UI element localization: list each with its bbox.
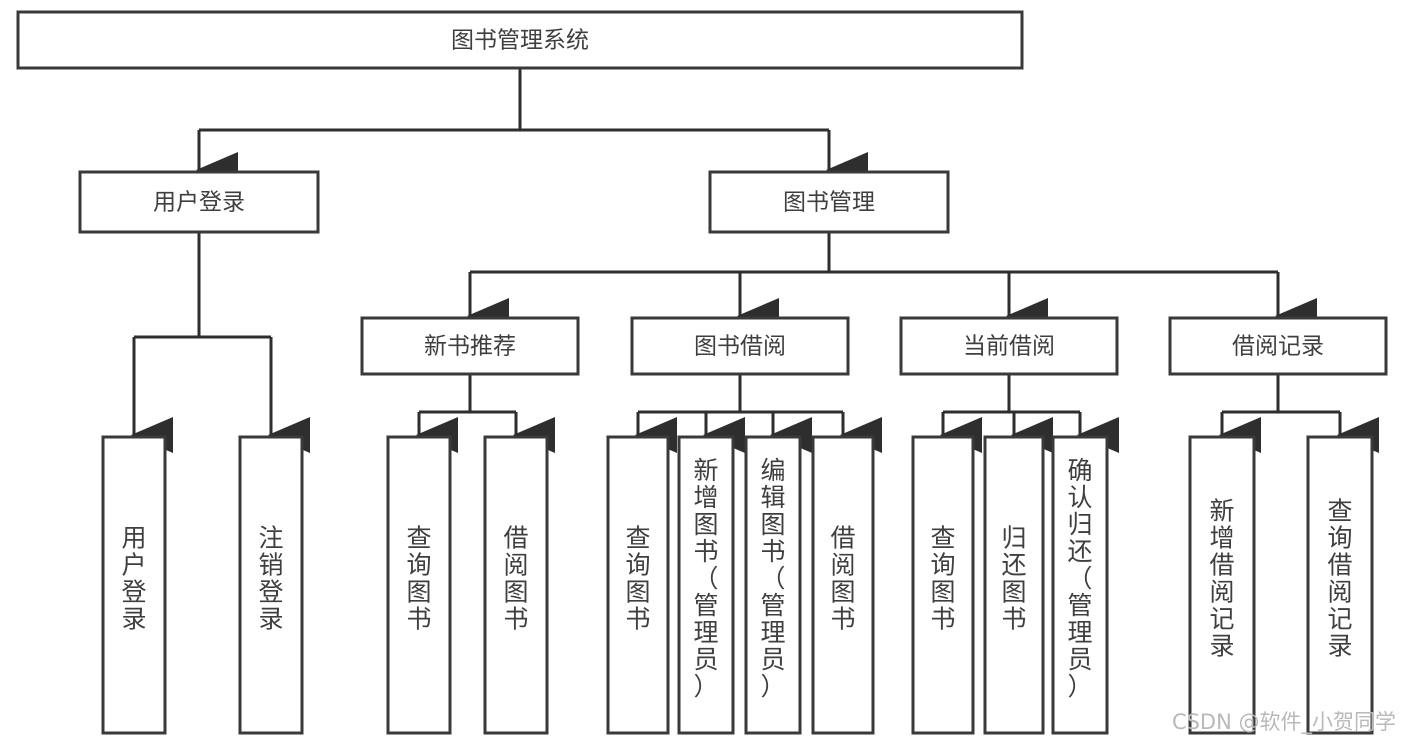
node-leaf-leaf-borrow-book-1-rect bbox=[483, 435, 549, 735]
node-level2-book-manage-rect bbox=[708, 170, 950, 234]
node-leaf-leaf-return-book-label: 归还图书 bbox=[1001, 524, 1026, 634]
node-level2-book-manage[interactable]: 图书管理 bbox=[708, 170, 950, 234]
node-level2-user-login[interactable]: 用户登录 bbox=[78, 170, 320, 234]
node-leaf-leaf-query-book-2-label: 查询图书 bbox=[625, 524, 650, 634]
connector-layer bbox=[131, 68, 1379, 453]
node-level3-borrow-record-rect bbox=[1168, 316, 1388, 376]
node-leaf-leaf-user-login[interactable]: 用户登录 bbox=[101, 435, 167, 735]
node-leaf-leaf-return-book[interactable]: 归还图书 bbox=[983, 435, 1045, 735]
node-leaf-leaf-query-record-rect bbox=[1306, 435, 1374, 735]
node-leaf-leaf-add-book-label: 新增图书（管理员） bbox=[693, 456, 718, 701]
node-level3-book-borrow-label: 图书借阅 bbox=[694, 334, 786, 360]
node-level2-user-login-label: 用户登录 bbox=[153, 190, 245, 216]
node-leaf-leaf-query-book-3[interactable]: 查询图书 bbox=[911, 435, 975, 735]
node-level2-book-manage-label: 图书管理 bbox=[783, 190, 875, 216]
node-leaf-leaf-borrow-book-2-rect bbox=[811, 435, 875, 735]
node-leaf-leaf-query-book-2-rect bbox=[606, 435, 670, 735]
node-level2-user-login-rect bbox=[78, 170, 320, 234]
node-leaf-leaf-user-login-label: 用户登录 bbox=[121, 524, 146, 634]
node-level3-book-borrow[interactable]: 图书借阅 bbox=[630, 316, 850, 376]
node-leaf-leaf-edit-book-rect bbox=[744, 435, 802, 735]
node-level3-current-borrow[interactable]: 当前借阅 bbox=[899, 316, 1119, 376]
node-leaf-leaf-confirm-return[interactable]: 确认归还（管理员） bbox=[1051, 435, 1109, 735]
node-leaf-leaf-add-record[interactable]: 新增借阅记录 bbox=[1188, 435, 1256, 735]
node-leaf-leaf-logout-login[interactable]: 注销登录 bbox=[238, 435, 304, 735]
node-level3-book-borrow-rect bbox=[630, 316, 850, 376]
node-level3-current-borrow-label: 当前借阅 bbox=[963, 334, 1055, 360]
node-leaf-leaf-confirm-return-label: 确认归还（管理员） bbox=[1067, 456, 1092, 701]
node-leaf-leaf-borrow-book-1-label: 借阅图书 bbox=[503, 524, 528, 634]
node-level3-borrow-record-label: 借阅记录 bbox=[1232, 334, 1324, 360]
node-leaf-leaf-query-book-3-label: 查询图书 bbox=[930, 524, 955, 634]
csdn-watermark: CSDN @软件_小贺同学 bbox=[1172, 710, 1396, 735]
node-level3-borrow-record[interactable]: 借阅记录 bbox=[1168, 316, 1388, 376]
node-leaf-leaf-borrow-book-1[interactable]: 借阅图书 bbox=[483, 435, 549, 735]
node-leaf-leaf-return-book-rect bbox=[983, 435, 1045, 735]
node-leaf-leaf-confirm-return-rect bbox=[1051, 435, 1109, 735]
node-leaf-leaf-edit-book-label: 编辑图书（管理员） bbox=[760, 456, 785, 701]
node-leaf-leaf-edit-book[interactable]: 编辑图书（管理员） bbox=[744, 435, 802, 735]
node-root-label: 图书管理系统 bbox=[451, 28, 589, 54]
node-leaf-leaf-add-book[interactable]: 新增图书（管理员） bbox=[677, 435, 735, 735]
node-leaf-leaf-query-book-2[interactable]: 查询图书 bbox=[606, 435, 670, 735]
node-leaf-leaf-query-book-1[interactable]: 查询图书 bbox=[386, 435, 452, 735]
node-leaf-leaf-query-book-1-label: 查询图书 bbox=[406, 524, 431, 634]
node-leaf-leaf-borrow-book-2-label: 借阅图书 bbox=[830, 524, 855, 634]
node-level3-new-book-recommend-label: 新书推荐 bbox=[424, 334, 516, 360]
node-leaf-leaf-query-record-label: 查询借阅记录 bbox=[1327, 497, 1352, 661]
node-leaf-leaf-query-book-3-rect bbox=[911, 435, 975, 735]
node-leaf-leaf-add-record-label: 新增借阅记录 bbox=[1209, 497, 1234, 661]
node-level3-new-book-recommend[interactable]: 新书推荐 bbox=[360, 316, 580, 376]
node-layer: 图书管理系统用户登录图书管理新书推荐图书借阅当前借阅借阅记录用户登录注销登录查询… bbox=[16, 10, 1388, 735]
node-leaf-leaf-add-book-rect bbox=[677, 435, 735, 735]
node-leaf-leaf-query-record[interactable]: 查询借阅记录 bbox=[1306, 435, 1374, 735]
node-root-rect bbox=[16, 10, 1024, 70]
node-leaf-leaf-query-book-1-rect bbox=[386, 435, 452, 735]
node-leaf-leaf-borrow-book-2[interactable]: 借阅图书 bbox=[811, 435, 875, 735]
node-leaf-leaf-logout-login-rect bbox=[238, 435, 304, 735]
node-level3-new-book-recommend-rect bbox=[360, 316, 580, 376]
node-leaf-leaf-logout-login-label: 注销登录 bbox=[258, 524, 283, 634]
node-leaf-leaf-add-record-rect bbox=[1188, 435, 1256, 735]
node-leaf-leaf-user-login-rect bbox=[101, 435, 167, 735]
node-root[interactable]: 图书管理系统 bbox=[16, 10, 1024, 70]
node-level3-current-borrow-rect bbox=[899, 316, 1119, 376]
